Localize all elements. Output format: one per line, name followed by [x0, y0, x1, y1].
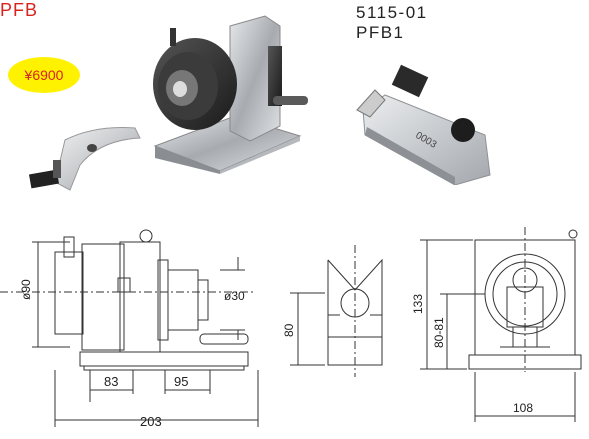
dim-front-total: 203 — [140, 414, 162, 429]
side-view-drawing: 133 80-81 108 — [411, 227, 582, 422]
front-view-drawing: ø90 ø30 83 95 203 — [0, 229, 259, 429]
dim-front-a: 83 — [104, 374, 118, 389]
vblock-drawing: 80 — [282, 245, 383, 377]
dim-side-center: 80-81 — [432, 317, 446, 348]
dim-vblock-height: 80 — [282, 323, 296, 337]
dim-side-width: 108 — [513, 401, 533, 415]
guide-bar-photo — [28, 127, 141, 191]
price-badge: ¥6900 — [8, 57, 80, 93]
dim-front-height: ø90 — [19, 279, 33, 300]
accessory-code: PFB1 — [356, 23, 405, 42]
dim-front-shaft: ø30 — [224, 289, 245, 303]
dim-side-height: 133 — [411, 294, 425, 314]
model-label: PFB — [0, 0, 39, 20]
model-code: 5115-01 — [356, 3, 428, 22]
pfb1-accessory-photo: 0003 — [356, 64, 491, 185]
dim-front-b: 95 — [174, 374, 188, 389]
punch-former-photo — [153, 15, 308, 174]
